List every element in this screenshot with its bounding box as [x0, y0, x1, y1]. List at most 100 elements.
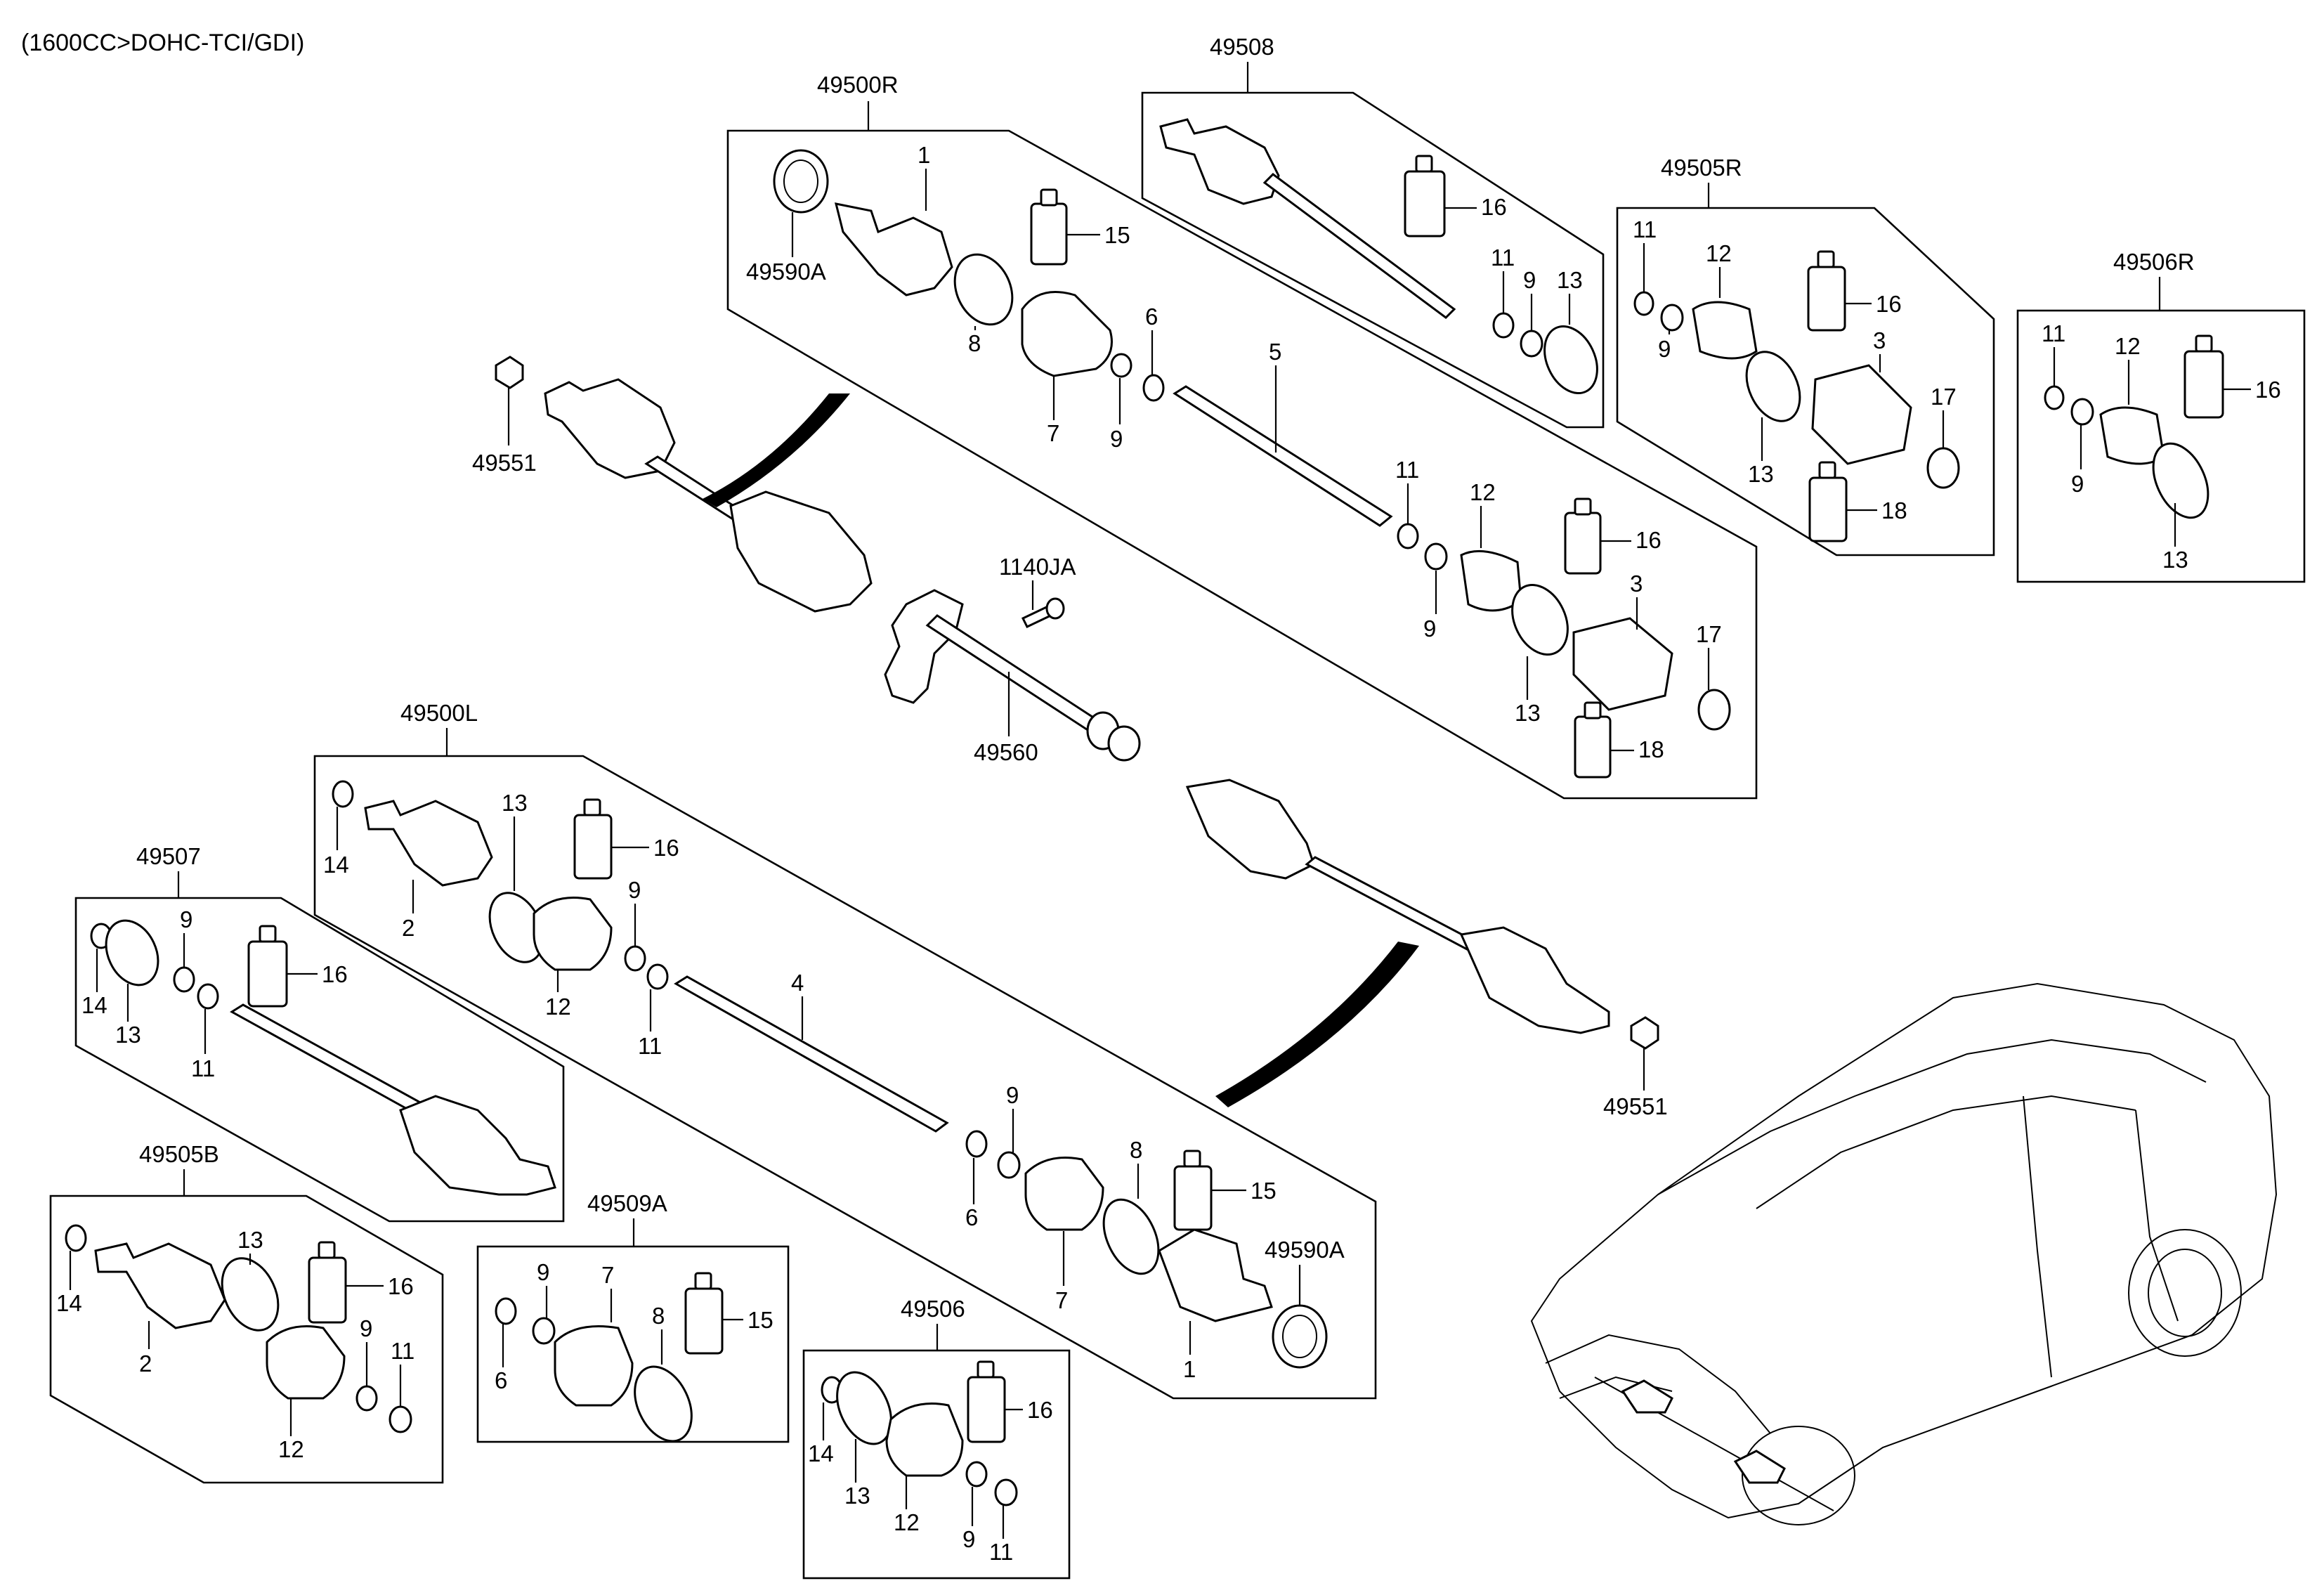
boot-part[interactable] — [1460, 549, 1522, 612]
part-label: 2 — [139, 1351, 152, 1377]
grease-tube-part[interactable] — [308, 1256, 347, 1324]
shaft-part[interactable] — [230, 1003, 424, 1114]
cv-joint-part[interactable] — [1158, 1228, 1273, 1322]
seal-part[interactable] — [1697, 689, 1731, 731]
ring-part[interactable] — [1492, 312, 1515, 339]
clamp-ring-part[interactable] — [96, 912, 168, 994]
grease-tube-part[interactable] — [1173, 1165, 1213, 1231]
clamp-ring-part[interactable] — [2143, 435, 2219, 526]
tripod-housing-part[interactable] — [1811, 364, 1912, 465]
grease-tube-part[interactable] — [684, 1287, 724, 1355]
ring-part[interactable] — [389, 1405, 412, 1433]
ring-part[interactable] — [1110, 353, 1132, 378]
grease-tube-part[interactable] — [1564, 512, 1602, 575]
outer-cv-joint[interactable] — [1459, 926, 1610, 1034]
shaft-part[interactable] — [925, 614, 1105, 735]
clamp-ring-part[interactable] — [1534, 318, 1607, 401]
ring-part[interactable] — [2044, 385, 2065, 410]
grease-tube-part[interactable] — [1030, 202, 1068, 266]
part-label: 16 — [653, 835, 679, 861]
ring-part[interactable] — [355, 1385, 378, 1412]
ring-part[interactable] — [997, 1151, 1021, 1179]
ring-part[interactable] — [1660, 304, 1684, 332]
ring-part[interactable] — [65, 1224, 87, 1252]
grease-tube-part[interactable] — [247, 940, 288, 1008]
ring-part[interactable] — [994, 1478, 1018, 1506]
outer-cv-joint[interactable] — [544, 378, 676, 479]
inner-cv-joint[interactable] — [1185, 779, 1315, 880]
group-49506[interactable]: 49506 16 14 13 12 9 11 — [802, 1296, 1071, 1580]
ring-part[interactable] — [624, 945, 646, 972]
group-49500L[interactable]: 49500L 14 13 16 2 9 12 11 4 — [313, 700, 1377, 1400]
clamp-ring-part[interactable] — [624, 1358, 703, 1450]
part-label: 1 — [918, 142, 930, 168]
boot-part[interactable] — [1024, 1157, 1104, 1231]
cv-joint-part[interactable] — [834, 202, 953, 297]
clamp-ring-part[interactable] — [1093, 1191, 1170, 1282]
inner-cv-joint[interactable] — [729, 490, 873, 613]
tripod-housing-part[interactable] — [1572, 617, 1673, 711]
tripod-housing-part[interactable] — [94, 1242, 226, 1329]
grease-tube-part[interactable] — [2183, 350, 2224, 419]
ring-part[interactable] — [1142, 374, 1165, 402]
hub-nut-part[interactable] — [1630, 1016, 1659, 1050]
ring-part[interactable] — [197, 983, 219, 1010]
grease-tube-part[interactable] — [573, 814, 613, 880]
abs-ring-part[interactable] — [773, 149, 829, 214]
group-49505B[interactable]: 49505B 13 16 14 2 9 11 12 — [49, 1141, 444, 1484]
shaft-part[interactable] — [1305, 856, 1477, 951]
ring-part[interactable] — [2070, 398, 2094, 426]
boot-part[interactable] — [266, 1325, 346, 1400]
intermediate-shaft-assembly[interactable] — [884, 589, 1141, 762]
ring-part[interactable] — [1520, 330, 1543, 358]
part-label: 9 — [962, 1526, 975, 1552]
boot-part[interactable] — [533, 897, 613, 971]
part-label: 16 — [1027, 1397, 1053, 1423]
lower-driveshaft-assembly[interactable] — [1185, 779, 1659, 1107]
seal-part[interactable] — [1926, 447, 1960, 489]
shaft-part[interactable] — [1173, 385, 1393, 527]
group-49506R[interactable]: 49506R 11 12 16 9 13 — [2016, 249, 2306, 583]
part-label: 49590A — [1265, 1237, 1345, 1263]
grease-tube-part[interactable] — [1808, 476, 1848, 542]
ring-part[interactable] — [1633, 291, 1654, 316]
cv-joint-part[interactable] — [399, 1095, 556, 1196]
grease-tube-part[interactable] — [1807, 266, 1846, 332]
ring-part[interactable] — [332, 780, 354, 808]
boot-part[interactable] — [1021, 291, 1113, 377]
tripod-housing-part[interactable] — [364, 800, 493, 887]
group-49508[interactable]: 49508 16 11 9 13 — [1141, 34, 1607, 429]
group-49509A[interactable]: 49509A 9 7 8 15 6 — [476, 1190, 790, 1450]
ring-part[interactable] — [1424, 542, 1448, 571]
ring-part[interactable] — [495, 1297, 517, 1325]
boot-part[interactable] — [885, 1402, 964, 1477]
grease-tube-part[interactable] — [967, 1376, 1006, 1443]
bearing-bracket-part[interactable] — [884, 589, 964, 704]
clamp-ring-part[interactable] — [944, 245, 1024, 334]
boot-part[interactable] — [554, 1325, 634, 1407]
clamp-ring-part[interactable] — [1501, 576, 1578, 664]
cv-joint-part[interactable] — [1159, 118, 1280, 205]
ring-part[interactable] — [965, 1461, 988, 1488]
shaft-part[interactable] — [1262, 173, 1456, 319]
grease-tube-part[interactable] — [1404, 170, 1446, 237]
hub-nut-part[interactable] — [495, 356, 524, 389]
clamp-ring-part[interactable] — [826, 1364, 901, 1453]
ring-part[interactable] — [965, 1130, 988, 1158]
group-title: 49509A — [587, 1190, 667, 1216]
ring-part[interactable] — [1397, 523, 1419, 549]
clamp-ring-part[interactable] — [211, 1249, 289, 1339]
group-49500R[interactable]: 49500R 1 49590A 15 8 — [726, 72, 1758, 800]
shaft-part[interactable] — [674, 975, 949, 1133]
shaft-end-part[interactable] — [1107, 725, 1141, 762]
group-49505R[interactable]: 49505R 11 12 16 9 3 13 17 18 — [1616, 155, 1995, 557]
ring-part[interactable] — [646, 963, 669, 990]
grease-tube-part[interactable] — [1574, 715, 1612, 779]
clamp-ring-part[interactable] — [1736, 344, 1810, 430]
upper-driveshaft-assembly[interactable] — [495, 356, 873, 613]
ring-part[interactable] — [173, 966, 195, 993]
ring-part[interactable] — [532, 1317, 556, 1345]
boot-part[interactable] — [1692, 301, 1758, 360]
part-label: 15 — [748, 1307, 773, 1333]
group-49507[interactable]: 49507 9 16 14 13 11 — [74, 843, 565, 1223]
